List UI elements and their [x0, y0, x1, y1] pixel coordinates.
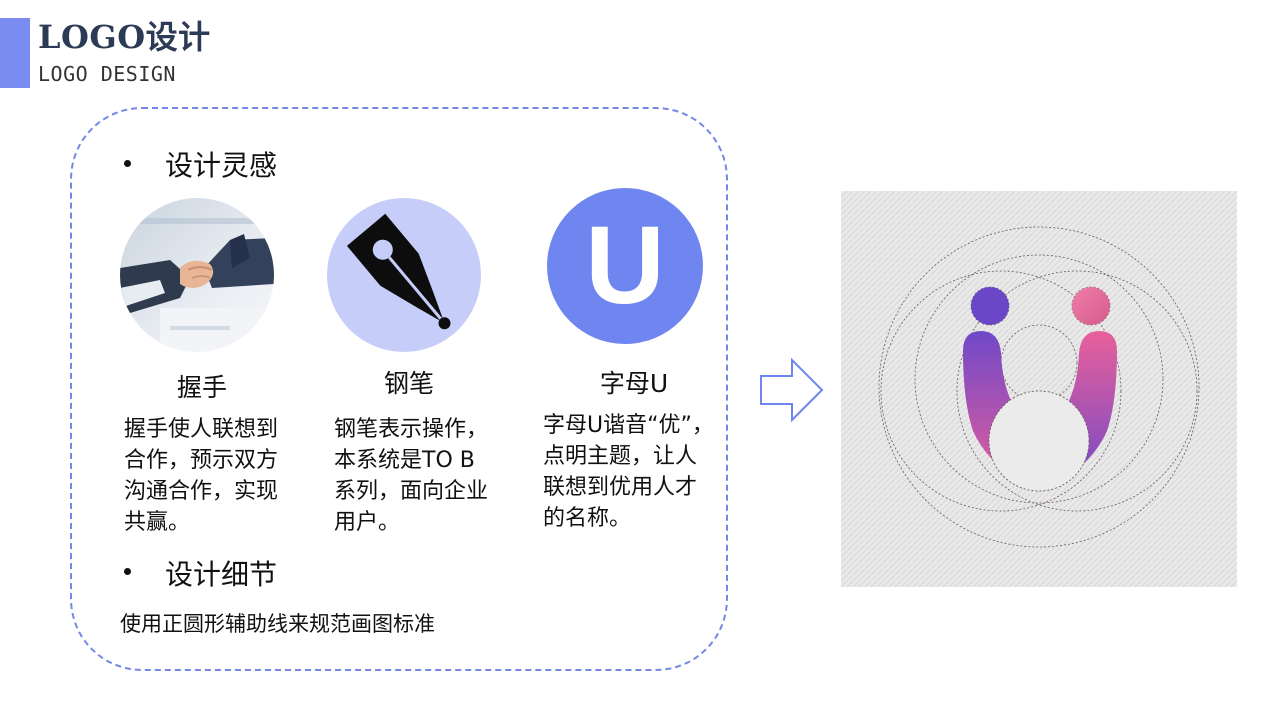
- handshake-description: 握手使人联想到 合作，预示双方 沟通合作，实现 共赢。: [124, 417, 279, 535]
- header-accent-bar: [0, 18, 30, 88]
- pen-description: 钢笔表示操作， 本系统是TO B 系列，面向企业 用户。: [334, 417, 489, 535]
- right-arrow-icon: [760, 358, 824, 422]
- page-title: LOGO设计: [38, 18, 211, 56]
- pen-title: 钢笔: [383, 369, 434, 398]
- content-panel: [70, 107, 728, 671]
- handshake-photo: [120, 198, 274, 352]
- details-heading: 设计细节: [165, 558, 278, 591]
- letter-u-glyph: U: [585, 204, 665, 327]
- details-text: 使用正圆形辅助线来规范画图标准: [120, 612, 435, 636]
- letter-u-title: 字母U: [599, 369, 669, 398]
- logo-construction-image: [841, 191, 1237, 587]
- inspiration-heading: 设计灵感: [165, 149, 278, 182]
- letter-u-description: 字母U谐音“优”， 点明主题，让人 联想到优用人才 的名称。: [543, 413, 714, 531]
- bullet-dot: [124, 160, 131, 167]
- fountain-pen-icon: [327, 198, 481, 352]
- letter-u-icon: U: [547, 188, 703, 344]
- handshake-title: 握手: [176, 373, 227, 402]
- page-subtitle: LOGO DESIGN: [38, 62, 176, 86]
- bullet-dot: [124, 568, 131, 575]
